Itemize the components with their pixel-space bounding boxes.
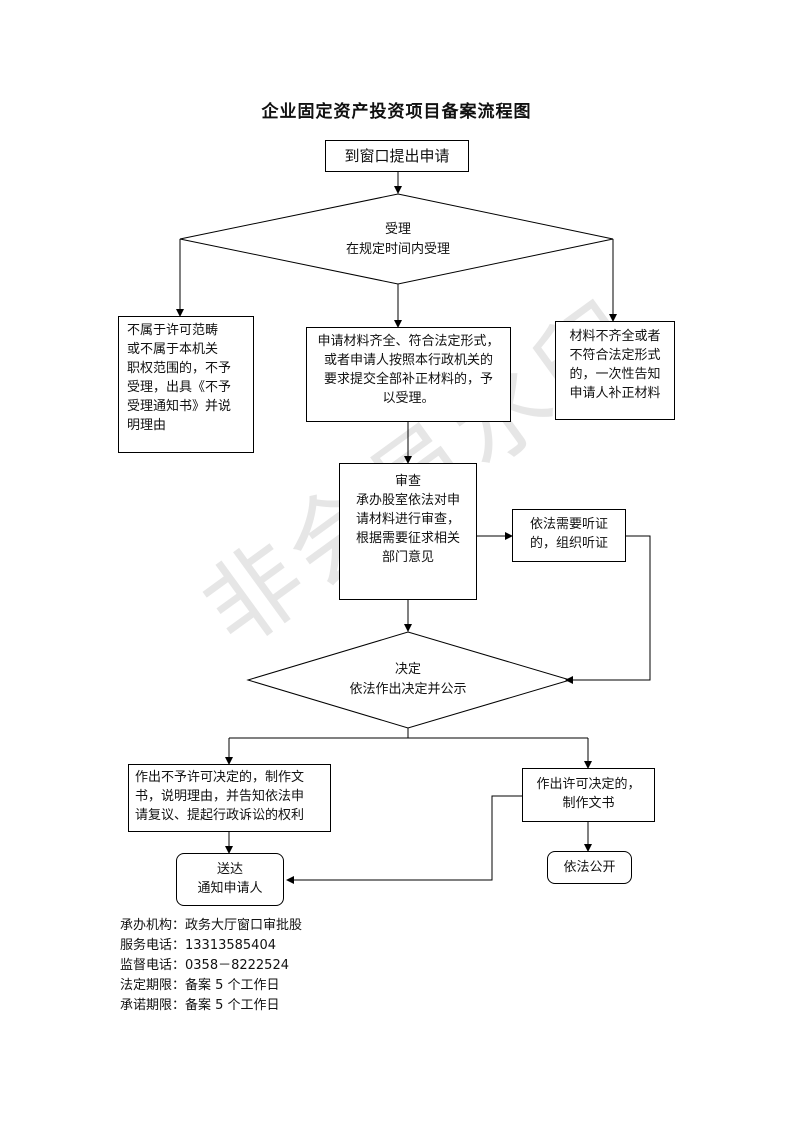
hearing-box: 依法需要听证 的，组织听证: [512, 509, 626, 562]
info-promise-limit: 承诺期限：备案 5 个工作日: [120, 998, 280, 1013]
page-title: 企业固定资产投资项目备案流程图: [261, 102, 532, 122]
reject-box: 不属于许可范畴 或不属于本机关 职权范围的，不予 受理，出具《不予 受理通知书》…: [118, 316, 254, 453]
contact-info: 承办机构：政务大厅窗口审批股 服务电话：13313585404 监督电话：035…: [120, 916, 302, 1016]
hearing-text: 依法需要听证 的，组织听证: [529, 517, 608, 551]
deny-box: 作出不予许可决定的，制作文 书，说明理由，并告知依法申 请复议、提起行政诉讼的权…: [128, 764, 331, 832]
incomplete-text: 材料不齐全或者 不符合法定形式 的，一次性告知 申请人补正材料: [569, 329, 661, 401]
review-text: 审查 承办股室依法对申 请材料进行审查， 根据需要征求相关 部门意见: [355, 474, 460, 565]
start-label: 到窗口提出申请: [344, 147, 450, 165]
review-box: 审查 承办股室依法对申 请材料进行审查， 根据需要征求相关 部门意见: [339, 463, 477, 600]
decision-label: 决定 依法作出决定并公示: [308, 660, 508, 700]
reject-text: 不属于许可范畴 或不属于本机关 职权范围的，不予 受理，出具《不予 受理通知书》…: [127, 323, 232, 433]
grant-text: 作出许可决定的， 制作文书: [536, 777, 641, 811]
decision-title: 决定: [394, 662, 421, 677]
publish-box: 依法公开: [547, 851, 632, 884]
start-box: 到窗口提出申请: [325, 140, 469, 172]
publish-text: 依法公开: [563, 860, 616, 875]
accept-ok-text: 申请材料齐全、符合法定形式， 或者申请人按照本行政机关的 要求提交全部补正材料的…: [317, 334, 500, 406]
deliver-box: 送达 通知申请人: [176, 853, 284, 906]
deliver-text: 送达 通知申请人: [197, 862, 263, 896]
accept-ok-box: 申请材料齐全、符合法定形式， 或者申请人按照本行政机关的 要求提交全部补正材料的…: [306, 327, 511, 422]
accept-subtitle: 在规定时间内受理: [345, 242, 450, 257]
deny-text: 作出不予许可决定的，制作文 书，说明理由，并告知依法申 请复议、提起行政诉讼的权…: [135, 770, 305, 823]
info-service-phone: 服务电话：13313585404: [120, 938, 276, 953]
incomplete-box: 材料不齐全或者 不符合法定形式 的，一次性告知 申请人补正材料: [555, 321, 675, 420]
info-supervise-phone: 监督电话：0358－8222524: [120, 958, 289, 973]
decision-subtitle: 依法作出决定并公示: [349, 682, 467, 697]
info-legal-limit: 法定期限：备案 5 个工作日: [120, 978, 280, 993]
grant-box: 作出许可决定的， 制作文书: [522, 768, 655, 822]
accept-title: 受理: [384, 222, 411, 237]
accept-label: 受理 在规定时间内受理: [298, 220, 498, 260]
info-agency: 承办机构：政务大厅窗口审批股: [120, 918, 303, 933]
